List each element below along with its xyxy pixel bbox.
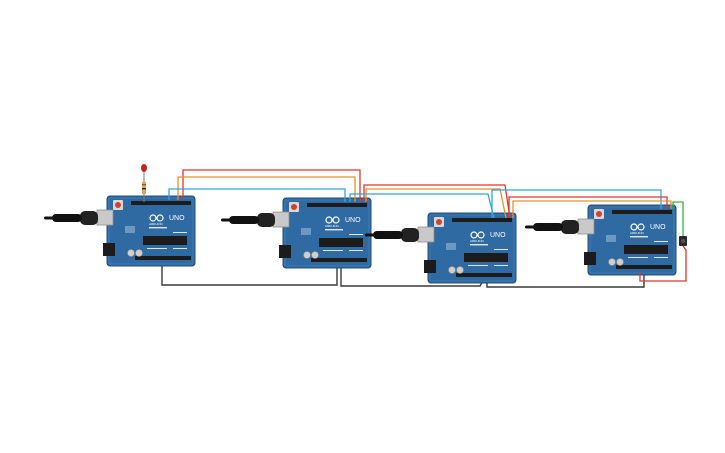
usb-cable-2[interactable] [221,213,275,227]
wire-orange-2[interactable] [365,188,507,219]
usb-cable-4[interactable] [525,220,579,234]
board-brand-3: ARDUINO [470,239,485,243]
pushbutton-cap [681,239,685,243]
wire-red-1[interactable] [182,169,361,202]
wire-orange-3[interactable] [512,200,672,218]
usb-cable-3[interactable] [365,228,419,242]
usb-cable-1[interactable] [44,211,98,225]
arduino-board-2[interactable]: UNO ARDUINO [272,197,372,269]
led[interactable] [141,164,147,182]
arduino-board-3[interactable]: UNO ARDUINO [417,212,517,284]
led-bulb [141,164,147,172]
pushbutton[interactable] [679,236,687,246]
wire-blue-2[interactable] [349,193,495,219]
board-label-2: UNO [345,217,361,224]
wire-red-3[interactable] [508,196,668,218]
wire-bottom-ground[interactable] [161,264,645,288]
board-label-3: UNO [490,232,506,239]
board-label-4: UNO [650,224,666,231]
resistor[interactable] [142,182,146,202]
board-brand-4: ARDUINO [630,231,645,235]
wire-blue-3[interactable] [491,189,662,218]
wire-blue-1[interactable] [168,188,346,202]
board-label-1: UNO [169,215,185,222]
wire-red-button[interactable] [639,245,687,282]
board-brand-1: ARDUINO [149,222,164,226]
resistor-band-2 [142,188,146,190]
arduino-board-4[interactable]: UNO ARDUINO [577,204,677,276]
resistor-band-1 [142,184,146,186]
board-brand-2: ARDUINO [325,224,340,228]
arduino-board-1[interactable]: UNO ARDUINO [96,195,196,267]
wire-green-button[interactable] [672,201,684,236]
